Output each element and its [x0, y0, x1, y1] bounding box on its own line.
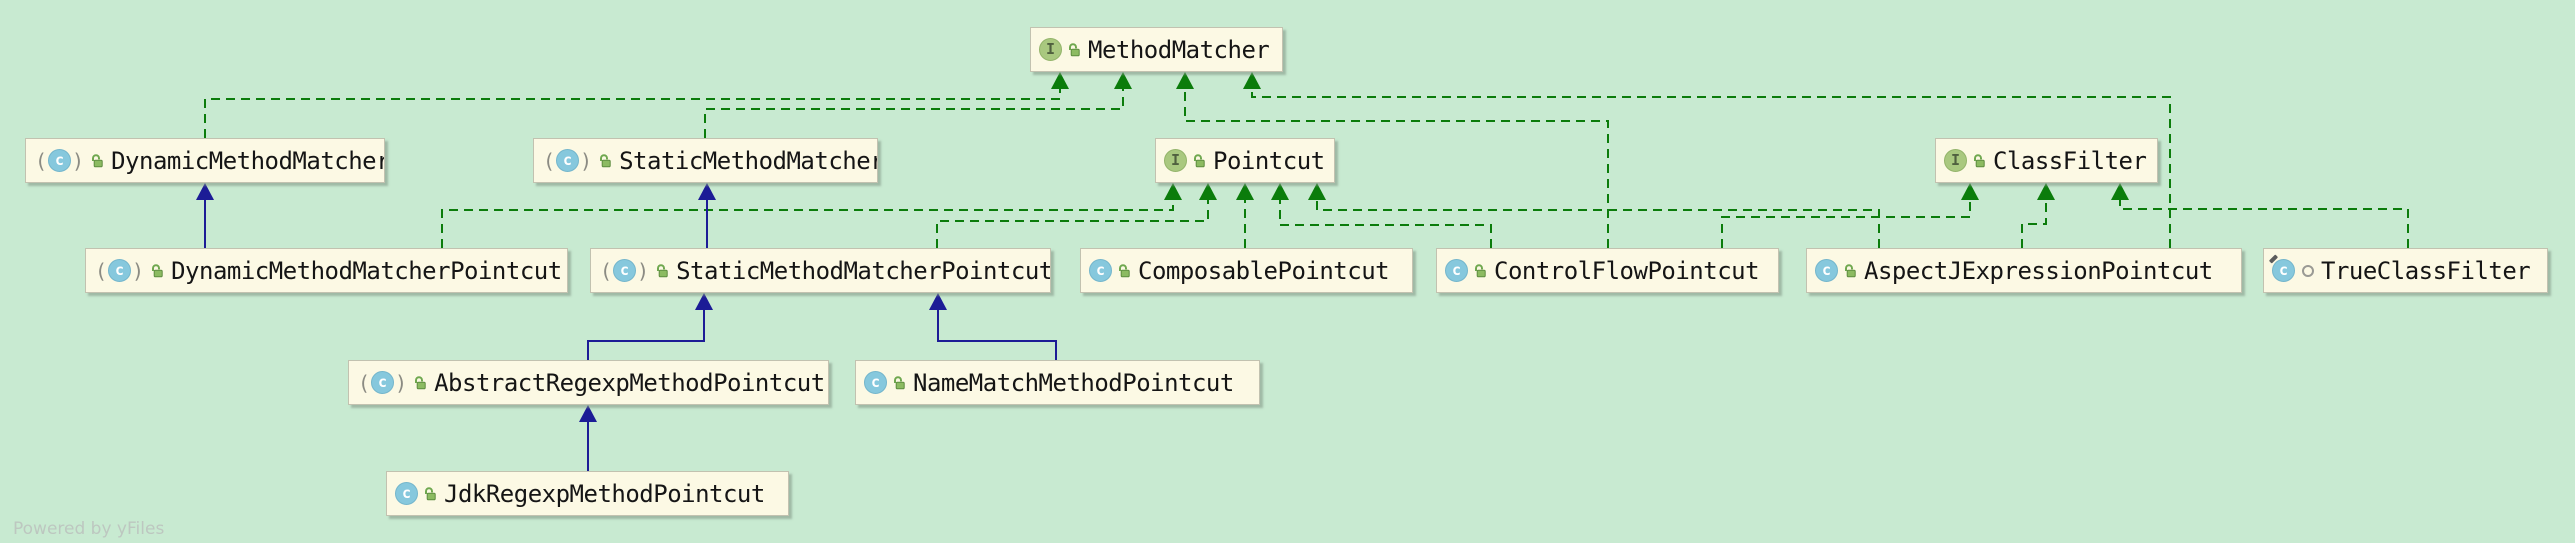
abstract-class-icon: (c): [95, 258, 145, 283]
edge-jdkregexpmethodpointcut-extends-abstractregexpmethodpointcut: [579, 405, 597, 471]
class-node-staticmethodmatcher[interactable]: (c) StaticMethodMatcher: [533, 138, 878, 183]
public-visibility-icon: [413, 375, 427, 390]
public-visibility-icon: [90, 153, 104, 168]
class-node-label: DynamicMethodMatcherPointcut: [171, 256, 562, 285]
public-visibility-icon: [1843, 263, 1857, 278]
class-icon: c: [395, 482, 418, 505]
class-node-jdkregexpmethodpointcut[interactable]: c JdkRegexpMethodPointcut: [386, 471, 789, 516]
edge-controlflowpointcut-implements-pointcut: [1271, 183, 1492, 248]
final-class-icon: c: [2268, 254, 2295, 282]
class-node-label: ControlFlowPointcut: [1494, 256, 1760, 285]
class-node-label: Pointcut: [1213, 146, 1325, 175]
yfiles-watermark: Powered by yFiles: [13, 519, 165, 539]
public-visibility-icon: [598, 153, 612, 168]
edge-composablepointcut-implements-pointcut: [1236, 183, 1254, 248]
class-node-aspectjexpressionpointcut[interactable]: c AspectJExpressionPointcut: [1806, 248, 2242, 293]
class-node-composablepointcut[interactable]: c ComposablePointcut: [1080, 248, 1413, 293]
public-visibility-icon: [1067, 42, 1081, 57]
edge-namematchmethodpointcut-extends-staticmethodmatcherpointcut: [929, 293, 1057, 360]
public-visibility-icon: [892, 375, 906, 390]
edge-dynamicmethodmatcher-implements-methodmatcher: [204, 72, 1069, 138]
public-visibility-icon: [423, 486, 437, 501]
class-icon: c: [1445, 259, 1468, 282]
edge-staticmethodmatcher-implements-methodmatcher: [704, 72, 1132, 138]
public-visibility-icon: [1473, 263, 1487, 278]
class-icon: c: [864, 371, 887, 394]
class-node-label: JdkRegexpMethodPointcut: [444, 479, 765, 508]
public-visibility-icon: [1117, 263, 1131, 278]
edge-controlflowpointcut-implements-classfilter: [1721, 183, 1979, 248]
interface-icon: I: [1164, 149, 1187, 172]
abstract-class-icon: (c): [600, 258, 650, 283]
class-node-dynamicmethodmatcher[interactable]: (c) DynamicMethodMatcher: [25, 138, 385, 183]
abstract-class-icon: (c): [358, 370, 408, 395]
class-node-methodmatcher[interactable]: I MethodMatcher: [1030, 27, 1283, 72]
edge-controlflowpointcut-implements-methodmatcher: [1176, 72, 1609, 248]
class-node-controlflowpointcut[interactable]: c ControlFlowPointcut: [1436, 248, 1779, 293]
class-node-trueclassfilter[interactable]: c TrueClassFilter: [2263, 248, 2548, 293]
class-node-label: TrueClassFilter: [2321, 256, 2531, 285]
class-node-label: ComposablePointcut: [1138, 256, 1390, 285]
class-node-label: MethodMatcher: [1088, 35, 1270, 64]
class-node-classfilter[interactable]: I ClassFilter: [1935, 138, 2158, 183]
edge-dynamicmethodmatcherpointcut-extends-dynamicmethodmatcher: [196, 183, 214, 248]
edge-staticmethodmatcherpointcut-extends-staticmethodmatcher: [698, 183, 716, 248]
class-node-staticmethodmatcherpointcut[interactable]: (c) StaticMethodMatcherPointcut: [590, 248, 1051, 293]
class-icon: c: [1815, 259, 1838, 282]
edge-trueclassfilter-implements-classfilter: [2111, 183, 2409, 248]
class-node-label: ClassFilter: [1993, 146, 2147, 175]
edge-staticmethodmatcherpointcut-implements-pointcut: [936, 183, 1217, 248]
public-visibility-icon: [1192, 153, 1206, 168]
public-visibility-icon: [655, 263, 669, 278]
abstract-class-icon: (c): [543, 148, 593, 173]
edge-aspectjexpressionpointcut-implements-methodmatcher: [1243, 72, 2171, 248]
class-icon: c: [1089, 259, 1112, 282]
class-node-label: StaticMethodMatcherPointcut: [676, 256, 1051, 285]
package-private-visibility-icon: [2302, 264, 2314, 277]
interface-icon: I: [1039, 38, 1062, 61]
class-node-pointcut[interactable]: I Pointcut: [1155, 138, 1335, 183]
edge-aspectjexpressionpointcut-implements-pointcut: [1308, 183, 1880, 248]
public-visibility-icon: [150, 263, 164, 278]
class-node-abstractregexpmethodpointcut[interactable]: (c) AbstractRegexpMethodPointcut: [348, 360, 829, 405]
edge-dynamicmethodmatcherpointcut-implements-pointcut: [441, 183, 1182, 248]
class-node-label: DynamicMethodMatcher: [111, 146, 385, 175]
public-visibility-icon: [1972, 153, 1986, 168]
class-node-dynamicmethodmatcherpointcut[interactable]: (c) DynamicMethodMatcherPointcut: [85, 248, 568, 293]
class-node-label: AspectJExpressionPointcut: [1864, 256, 2213, 285]
interface-icon: I: [1944, 149, 1967, 172]
class-node-label: AbstractRegexpMethodPointcut: [434, 368, 825, 397]
abstract-class-icon: (c): [35, 148, 85, 173]
class-node-namematchmethodpointcut[interactable]: c NameMatchMethodPointcut: [855, 360, 1260, 405]
edge-aspectjexpressionpointcut-implements-classfilter: [2021, 183, 2055, 248]
class-node-label: StaticMethodMatcher: [619, 146, 878, 175]
edge-abstractregexpmethodpointcut-extends-staticmethodmatcherpointcut: [587, 293, 713, 360]
class-node-label: NameMatchMethodPointcut: [913, 368, 1234, 397]
